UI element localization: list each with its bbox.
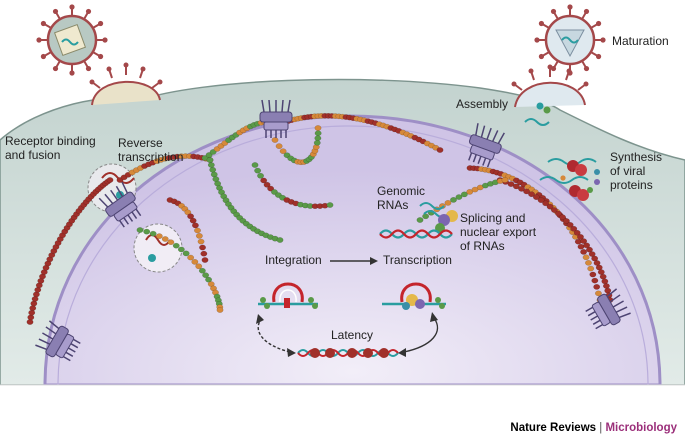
nuclear-pores — [35, 99, 631, 362]
ribosome-icon — [539, 158, 600, 201]
cytoskeleton-strands — [26, 112, 614, 325]
credit-separator: | — [596, 422, 606, 434]
splicing-label: Splicing and nuclear export of RNAs — [460, 211, 537, 253]
provirus-dna-icon — [258, 282, 318, 309]
journal-name: Nature Reviews — [510, 422, 597, 434]
journal-credit: Nature Reviews | Microbiology — [498, 410, 677, 446]
mature-virion-icon — [534, 4, 606, 76]
latency-arrow-left — [257, 317, 291, 353]
maturation-label: Maturation — [612, 34, 669, 48]
assembly-rna — [524, 118, 550, 126]
integration-label: Integration — [265, 253, 322, 267]
transcribing-dna-icon — [379, 229, 453, 239]
budding-virion — [514, 81, 586, 108]
genomic-rnas-label: Genomic RNAs — [377, 184, 426, 212]
latency-label: Latency — [331, 328, 374, 342]
synthesis-label: Synthesis of viral proteins — [610, 150, 663, 192]
nuclear-envelope-inner — [57, 125, 649, 386]
journal-section: Microbiology — [605, 422, 677, 434]
transcription-complex-icon — [382, 282, 446, 310]
assembly-label: Assembly — [456, 97, 509, 111]
transcription-label: Transcription — [383, 253, 452, 267]
hiv-lifecycle-figure: Receptor binding and fusion Reverse tran… — [0, 4, 685, 434]
fusing-virion — [91, 80, 161, 106]
latency-arrow-right — [403, 317, 439, 353]
reverse-transcription-label: Reverse transcription — [118, 136, 184, 164]
virion-icon — [36, 4, 108, 76]
receptor-binding-label: Receptor binding and fusion — [5, 134, 96, 162]
lifecycle-diagram — [0, 4, 685, 387]
latent-dna-icon — [297, 348, 399, 358]
